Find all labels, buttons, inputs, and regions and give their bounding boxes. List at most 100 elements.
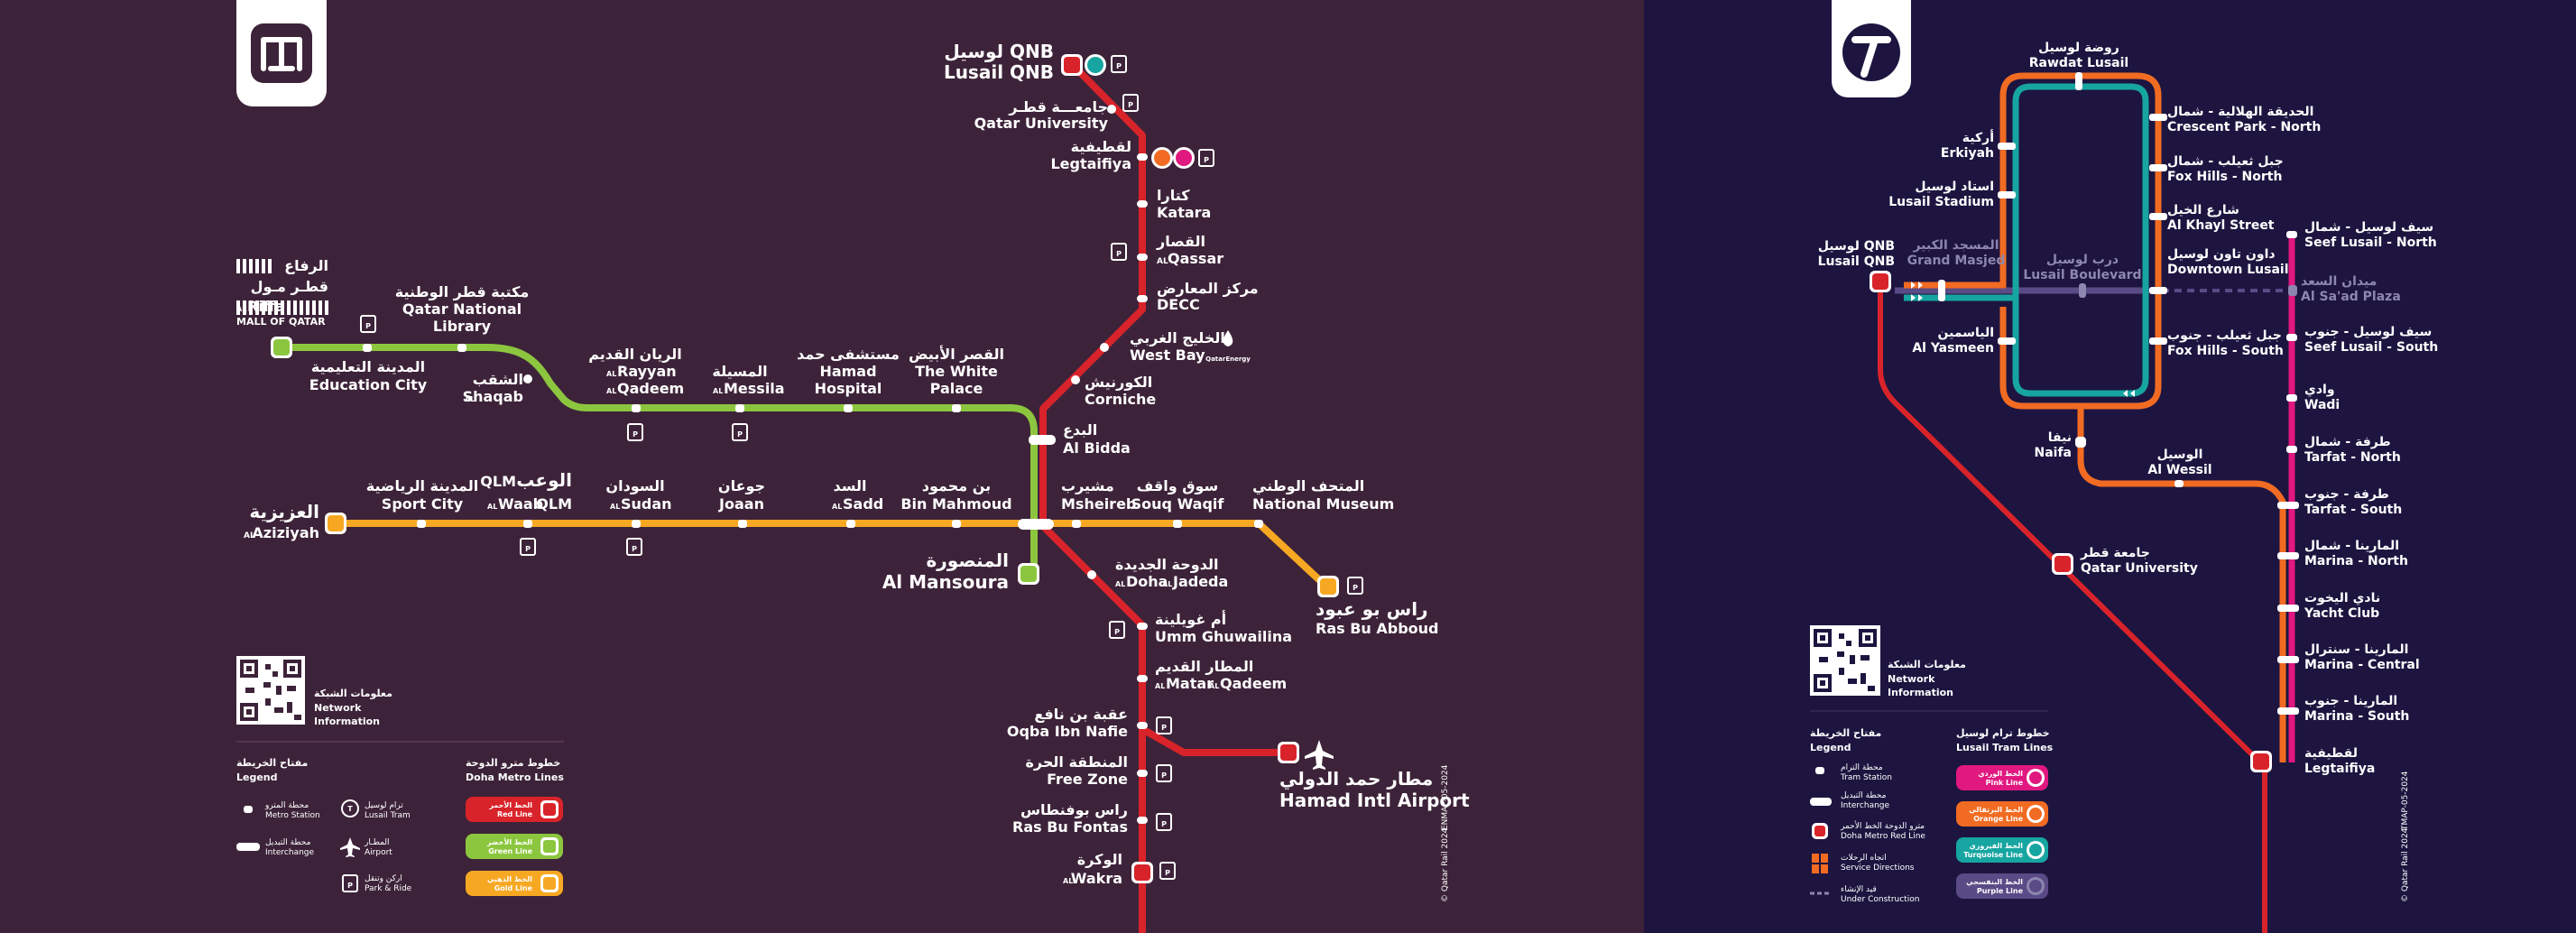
svg-text:P: P: [1128, 101, 1133, 109]
svg-text:مطار حمد الدولي: مطار حمد الدولي: [1279, 768, 1433, 790]
svg-text:ترام لوسيل: ترام لوسيل: [365, 801, 403, 810]
tram-qr-code: [1810, 625, 1880, 696]
svg-text:Matar: Matar: [1166, 675, 1214, 692]
svg-text:قطـر مـول: قطـر مـول: [251, 278, 328, 295]
svg-text:P: P: [1161, 724, 1167, 732]
svg-text:القصر الأبيض: القصر الأبيض: [909, 346, 1004, 363]
metro-terminal-riffa: [271, 337, 292, 358]
svg-text:المسجد الكبير: المسجد الكبير: [1912, 238, 1999, 253]
svg-text:محطة الترام: محطة الترام: [1841, 763, 1883, 772]
svg-text:الدوحة الجديدة: الدوحة الجديدة: [1115, 556, 1218, 573]
tram-station-rawdat-lusail: روضة لوسيل Rawdat Lusail: [2029, 41, 2128, 70]
svg-text:جوعان: جوعان: [718, 477, 765, 494]
tram-station-al-yasmeen: الياسمين Al Yasmeen: [1912, 326, 1994, 356]
svg-text:اتجاه الرحلات: اتجاه الرحلات: [1841, 854, 1887, 863]
svg-text:Education City: Education City: [309, 376, 428, 393]
svg-text:قيد الإنشاء: قيد الإنشاء: [1841, 885, 1877, 894]
svg-text:Library: Library: [433, 318, 492, 335]
svg-text:سيف لوسيل - جنوب: سيف لوسيل - جنوب: [2304, 325, 2432, 339]
tram-station-legtaifiya: لقطيفية Legtaifiya: [2304, 746, 2375, 776]
station-al-bidda: البدع Al Bidda: [1063, 421, 1131, 457]
svg-text:AL: AL: [610, 503, 620, 511]
station-umm-ghuwailina: أم غويلينة Umm Ghuwailina: [1155, 610, 1292, 645]
svg-text:الخط الفيروزي: الخط الفيروزي: [1969, 842, 2023, 850]
airplane-icon: [340, 837, 360, 857]
svg-text:Al Bidda: Al Bidda: [1063, 439, 1131, 457]
svg-text:Network: Network: [1888, 673, 1935, 685]
svg-text:الوكرة: الوكرة: [1077, 851, 1122, 868]
tram-station-al-khayl: شارع الخيل Al Khayl Street: [2167, 203, 2275, 233]
metro-copyright: © Qatar Rail 2024: [1441, 827, 1450, 902]
station-white-palace: القصر الأبيض The White Palace: [909, 346, 1004, 397]
svg-text:Fox Hills - North: Fox Hills - North: [2167, 170, 2282, 184]
station-aziziyah: العزيزية AL Aziziyah: [244, 501, 319, 541]
svg-text:AL: AL: [1063, 877, 1073, 885]
svg-text:محطة التبديل: محطة التبديل: [265, 838, 311, 847]
svg-text:المتحف الوطني: المتحف الوطني: [1252, 477, 1364, 495]
interchange-msheireb: [1018, 519, 1054, 530]
svg-text:Ras Bu Abboud: Ras Bu Abboud: [1316, 620, 1439, 637]
tram-station-crescent-park: الحديقة الهلالية - شمال Crescent Park - …: [2167, 105, 2321, 134]
metro-red-line-airport-branch: [1140, 725, 1287, 756]
svg-text:Qatar University: Qatar University: [2081, 561, 2198, 576]
svg-text:المسيلة: المسيلة: [712, 363, 767, 380]
interchange-al-bidda: [1029, 435, 1056, 445]
key-pink-line: الخط الوردي Pink Line: [1956, 765, 2048, 790]
legend-under-construction: قيد الإنشاء Under Construction: [1810, 885, 1919, 904]
svg-text:طرفة - شمال: طرفة - شمال: [2304, 435, 2391, 449]
svg-text:Turquoise Line: Turquoise Line: [1963, 851, 2023, 859]
key-turquoise-line: الخط الفيروزي Turquoise Line: [1956, 837, 2048, 863]
svg-text:جبل ثعيلب - شمال: جبل ثعيلب - شمال: [2167, 154, 2284, 169]
tram-station-lusail-boulevard: درب لوسيل Lusail Boulevard: [2023, 253, 2141, 282]
svg-text:P: P: [1116, 62, 1122, 70]
svg-text:P: P: [1204, 156, 1209, 164]
svg-text:راس بوفنطاس: راس بوفنطاس: [1020, 801, 1128, 818]
svg-text:AL: AL: [1115, 580, 1125, 588]
svg-text:Yacht Club: Yacht Club: [2304, 606, 2379, 621]
svg-text:Park & Ride: Park & Ride: [365, 884, 412, 893]
svg-text:الخط الذهبي: الخط الذهبي: [487, 875, 532, 883]
tram-station-downtown-lusail: داون تاون لوسيل Downtown Lusail: [2167, 247, 2289, 277]
svg-text:P: P: [1116, 250, 1122, 258]
station-national-museum: المتحف الوطني National Museum: [1252, 477, 1394, 513]
svg-text:P: P: [1161, 820, 1167, 828]
svg-text:مترو الدوحة الخط الأحمر: مترو الدوحة الخط الأحمر: [1840, 820, 1925, 831]
svg-text:طرفة - جنوب: طرفة - جنوب: [2304, 487, 2389, 502]
tram-station-seef-south: سيف لوسيل - جنوب Seef Lusail - South: [2304, 325, 2438, 355]
svg-text:وادي: وادي: [2304, 383, 2335, 398]
svg-text:AL: AL: [713, 387, 723, 395]
svg-text:Al Wessil: Al Wessil: [2147, 463, 2211, 477]
station-qatar-university: جامعـــة قطـر Qatar University: [974, 98, 1109, 132]
station-west-bay: الخليج الغربي West Bay QatarEnergy: [1130, 329, 1251, 364]
station-bin-mahmoud: بن محمود Bin Mahmoud: [900, 477, 1011, 513]
tram-station-grand-masjed: المسجد الكبير Grand Masjed: [1907, 238, 2006, 268]
svg-text:جبل ثعيلب - جنوب: جبل ثعيلب - جنوب: [2167, 328, 2282, 343]
svg-text:السد: السد: [833, 477, 866, 494]
tram-metro-icon-lusail-qnb: [1870, 271, 1891, 292]
station-shaqab: الشقب AL Shaqab: [463, 371, 523, 405]
metro-terminal-lusail: P: [1061, 54, 1127, 76]
station-rayyan-qadeem: الريان القديم AL Rayyan AL Qadeem: [588, 346, 684, 397]
svg-text:Lusail Boulevard: Lusail Boulevard: [2023, 268, 2141, 282]
svg-text:البدع: البدع: [1063, 421, 1097, 439]
metro-green-line: [282, 344, 1038, 576]
svg-text:Msheireb: Msheireb: [1061, 495, 1136, 513]
legend-park-ride: P اركن وتنقل Park & Ride: [342, 874, 412, 893]
svg-text:المارينا - شمال: المارينا - شمال: [2304, 539, 2399, 553]
svg-text:Seef Lusail - South: Seef Lusail - South: [2304, 340, 2438, 355]
svg-text:راس بو عبود: راس بو عبود: [1316, 598, 1428, 620]
svg-text:درب لوسيل: درب لوسيل: [2046, 253, 2119, 267]
svg-text:AL: AL: [236, 305, 246, 313]
svg-text:Lusail Tram: Lusail Tram: [365, 811, 411, 820]
tram-station-lusail-qnb: لوسيل QNB Lusail QNB: [1818, 239, 1895, 269]
svg-text:Interchange: Interchange: [1841, 801, 1890, 810]
svg-text:المطار القديم: المطار القديم: [1155, 658, 1253, 675]
metro-terminal-aziziyah: [325, 513, 346, 534]
tram-station-erkiyah: أركية Erkiyah: [1941, 129, 1994, 161]
svg-text:Marina - South: Marina - South: [2304, 709, 2409, 724]
svg-text:بن محمود: بن محمود: [922, 477, 991, 494]
svg-text:Qadeem: Qadeem: [617, 380, 684, 397]
svg-text:الياسمين: الياسمين: [1938, 326, 1995, 340]
svg-text:Orange Line: Orange Line: [1973, 815, 2023, 823]
svg-text:Legend: Legend: [1810, 742, 1851, 753]
